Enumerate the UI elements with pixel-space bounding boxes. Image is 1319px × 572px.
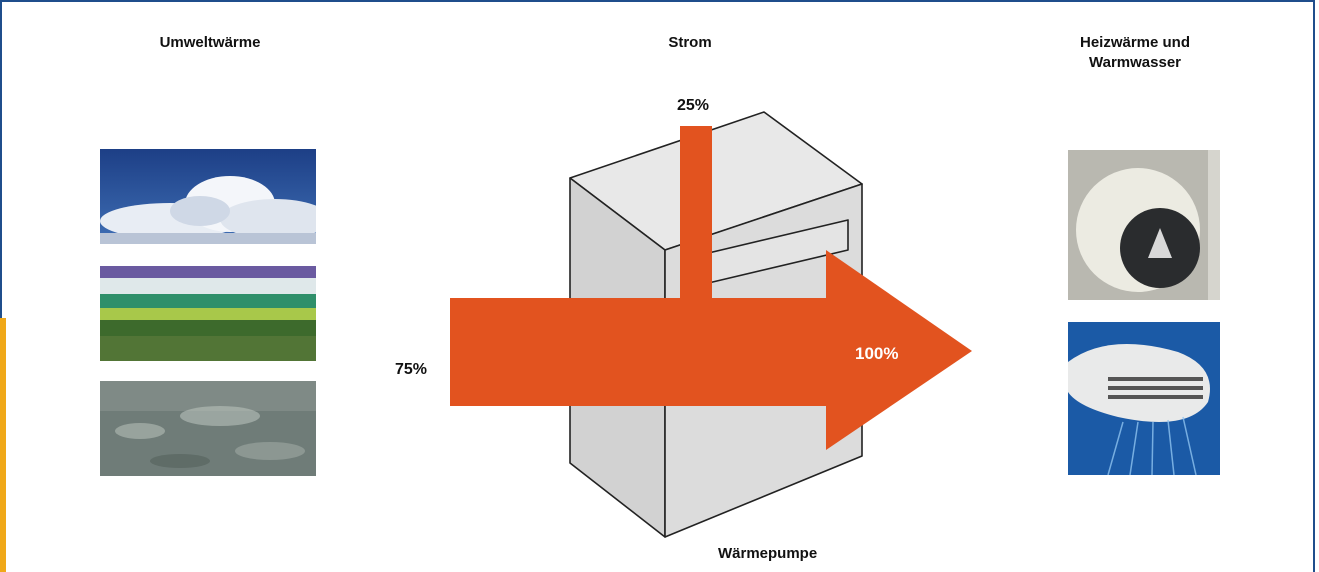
electricity-percentage: 25% <box>677 97 710 114</box>
green-field-image <box>100 266 316 361</box>
heat-pump-label: Wärmepumpe <box>718 545 818 562</box>
electricity-arrow-shaft <box>680 126 712 332</box>
output-percentage: 100% <box>855 344 899 363</box>
output-arrow-head <box>826 250 972 450</box>
accent-bar <box>0 318 6 572</box>
environment-arrow-shaft <box>450 298 828 406</box>
radiator-thermostat-image <box>1068 150 1220 300</box>
energy-arrows <box>450 126 972 450</box>
water-surface-image <box>100 381 316 476</box>
shower-head-image <box>1068 322 1220 475</box>
environment-heat-heading: Umweltwärme <box>159 34 261 51</box>
clouds-sky-image <box>100 149 316 244</box>
heat-and-hot-water-heading: Heizwärme und Warmwasser <box>1040 33 1230 73</box>
heat-heading-line2: Warmwasser <box>1089 54 1181 71</box>
electricity-heading: Strom <box>668 34 712 51</box>
environment-percentage: 75% <box>395 361 428 378</box>
heat-heading-line1: Heizwärme und <box>1079 34 1191 51</box>
